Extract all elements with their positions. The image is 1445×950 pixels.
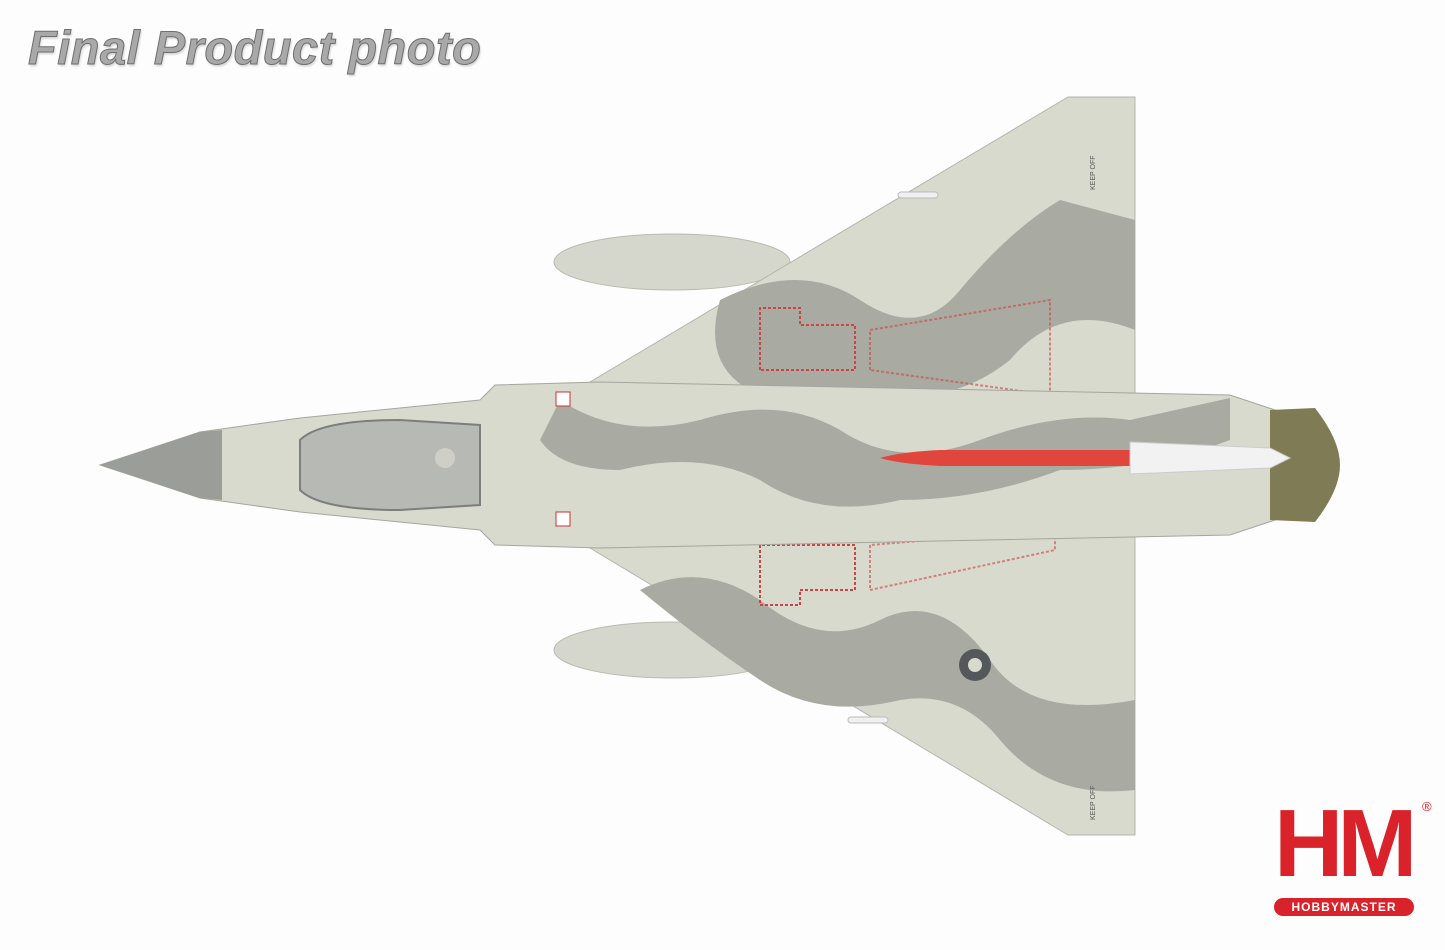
- pilot-helmet: [435, 448, 455, 468]
- registered-mark: ®: [1422, 799, 1432, 814]
- stencil-outline: [869, 298, 1051, 397]
- warning-marker: [555, 511, 571, 527]
- warning-marker: [555, 391, 571, 407]
- logo-brand: HOBBYMASTER: [1274, 898, 1414, 916]
- logo-letters: HM: [1274, 790, 1417, 897]
- stencil-text: KEEP OFF: [1090, 156, 1097, 191]
- nose-cone: [100, 430, 222, 500]
- hobbymaster-logo: HM ® HOBBYMASTER: [1262, 796, 1442, 920]
- roundel-center: [968, 658, 982, 672]
- exhaust-nozzle: [1270, 408, 1340, 522]
- drop-tank-top: [553, 233, 791, 291]
- centerline-tank: [1129, 441, 1292, 475]
- wing-camo-top: [715, 200, 1135, 396]
- stencil-outline: [759, 307, 856, 371]
- stencil-outline: [759, 544, 856, 606]
- stencil-text: KEEP OFF: [1090, 786, 1097, 821]
- canopy: [299, 418, 481, 512]
- fuselage-camo: [540, 398, 1230, 507]
- centerline-missile: [880, 450, 1130, 466]
- wing-camo-bottom: [640, 577, 1135, 792]
- caption: Final Product photo: [27, 21, 482, 75]
- wing-missile-top: [897, 191, 939, 199]
- wing-missile-bottom: [847, 716, 889, 724]
